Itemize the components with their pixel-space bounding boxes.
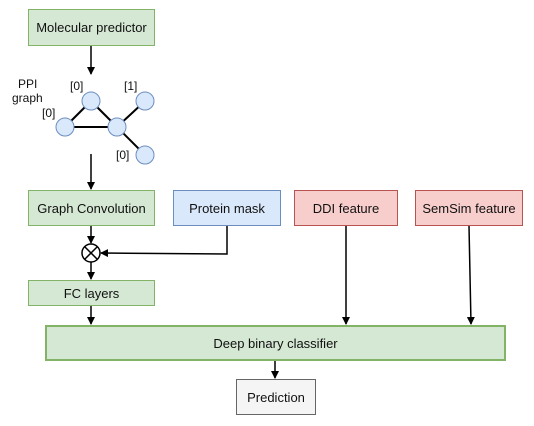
ppi-node: [135, 91, 155, 111]
fc-layers-box: FC layers: [28, 280, 155, 306]
prediction-box: Prediction: [236, 379, 316, 415]
arrow-semsim-to-classifier: [466, 225, 475, 325]
ppi-node: [135, 145, 155, 165]
circled-times-icon: [81, 243, 101, 263]
molecular-predictor-box: Molecular predictor: [28, 9, 155, 46]
ppi-graph-edges: [64, 100, 146, 156]
arrow-mask-to-multiply: [100, 226, 228, 258]
graph-convolution-box: Graph Convolution: [28, 190, 155, 226]
ppi-node: [107, 117, 127, 137]
deep-binary-classifier-box: Deep binary classifier: [45, 325, 506, 361]
ppi-graph-label-line2: graph: [12, 91, 43, 105]
ppi-node-label: [1]: [124, 79, 138, 93]
ppi-node: [81, 91, 101, 111]
protein-mask-box: Protein mask: [173, 190, 281, 226]
ppi-graph-label-line1: PPI: [18, 77, 38, 91]
ppi-graph-nodes: [55, 91, 155, 165]
ppi-node-label: [0]: [42, 106, 56, 120]
ppi-node-label: [0]: [70, 79, 84, 93]
ppi-node-label: [0]: [116, 148, 130, 162]
ddi-feature-box: DDI feature: [294, 190, 398, 226]
semsim-feature-box: SemSim feature: [415, 190, 523, 226]
ppi-node: [55, 117, 75, 137]
